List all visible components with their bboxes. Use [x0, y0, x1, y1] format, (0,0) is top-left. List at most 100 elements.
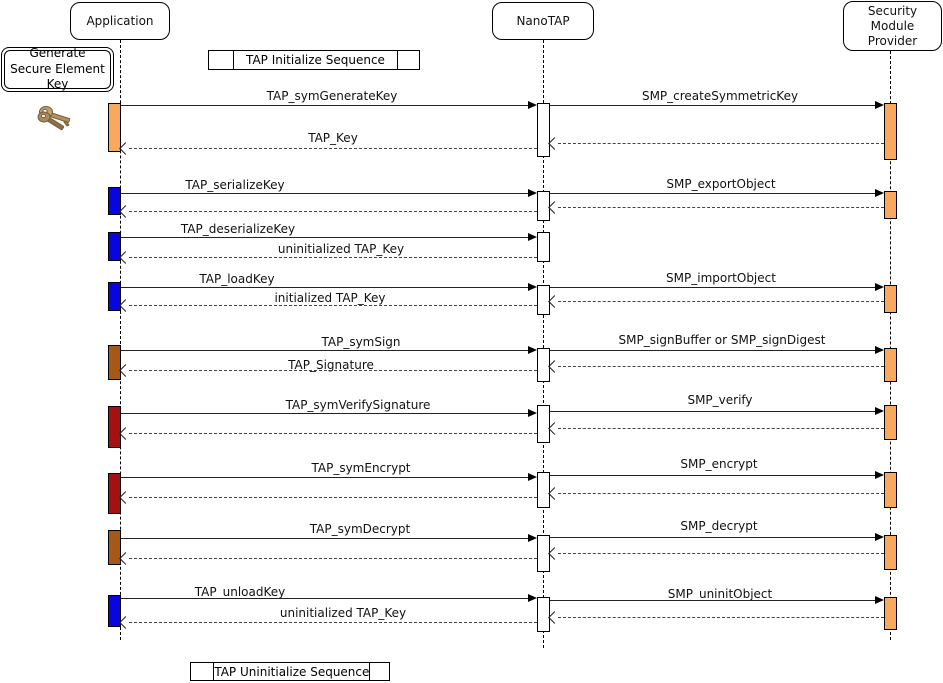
- fragment-init-left-cell: [209, 51, 234, 69]
- activation-nanotap-deserializekey: [537, 232, 550, 262]
- message-label-smp-call: SMP_signBuffer or SMP_signDigest: [618, 333, 826, 347]
- arrowhead-return: [119, 364, 132, 377]
- message-label-call: TAP_unloadKey: [194, 585, 286, 599]
- message-smp-return-line: [558, 553, 884, 554]
- activation-app-loadkey: [108, 282, 121, 311]
- message-label-call: TAP_serializeKey: [185, 178, 285, 192]
- message-smp-return-line: [558, 428, 884, 429]
- arrowhead-smp-return: [548, 137, 561, 150]
- actor-security-module-provider: Security Module Provider: [843, 1, 942, 51]
- arrowhead-call: [528, 534, 537, 542]
- arrowhead-return: [119, 205, 132, 218]
- message-smp-call-line: [550, 105, 876, 106]
- activation-nanotap-serializekey: [537, 191, 550, 221]
- message-call-line: [121, 598, 529, 599]
- message-label-call: TAP_symEncrypt: [311, 461, 411, 475]
- activation-smp-exportobject: [884, 191, 897, 219]
- activation-nanotap-symdecrypt: [537, 535, 550, 572]
- message-label-smp-call: SMP_exportObject: [666, 177, 776, 191]
- nanotap-lifeline: [543, 40, 544, 648]
- message-smp-call-line: [550, 600, 876, 601]
- message-return-line: [129, 433, 537, 434]
- message-call-line: [121, 413, 529, 414]
- fragment-tap-initialize: TAP Initialize Sequence: [208, 50, 420, 70]
- keys-icon: [33, 102, 81, 136]
- arrowhead-smp-return: [548, 487, 561, 500]
- arrowhead-return: [119, 616, 132, 629]
- message-smp-call-line: [550, 193, 876, 194]
- message-call-line: [121, 538, 529, 539]
- activation-smp-importobject: [884, 285, 897, 313]
- smp-lifeline: [890, 51, 891, 640]
- arrowhead-smp-call: [875, 283, 884, 291]
- message-call-line: [121, 105, 529, 106]
- message-label-call: TAP_symGenerateKey: [266, 89, 398, 103]
- message-label-return: uninitialized TAP_Key: [279, 606, 407, 620]
- arrowhead-call: [528, 233, 537, 241]
- message-smp-return-line: [558, 366, 884, 367]
- arrowhead-smp-return: [548, 547, 561, 560]
- arrowhead-smp-return: [548, 201, 561, 214]
- message-label-return: uninitialized TAP_Key: [277, 242, 405, 256]
- message-label-smp-call: SMP_uninitObject: [667, 587, 773, 601]
- activation-smp-signbuffer: [884, 348, 897, 382]
- use-case-note-inner: Generate Secure Element Key: [4, 46, 111, 91]
- actor-smp-label: Security Module Provider: [867, 3, 918, 48]
- message-smp-return-line: [558, 143, 884, 144]
- message-smp-call-line: [550, 287, 876, 288]
- message-smp-call-line: [550, 350, 876, 351]
- message-smp-return-line: [558, 617, 884, 618]
- arrowhead-smp-call: [875, 596, 884, 604]
- message-label-call: TAP_loadKey: [199, 272, 275, 286]
- message-label-call: TAP_symVerifySignature: [285, 398, 431, 412]
- arrowhead-smp-call: [875, 346, 884, 354]
- activation-smp-decrypt: [884, 535, 897, 570]
- message-label-smp-call: SMP_createSymmetricKey: [641, 89, 799, 103]
- activation-nanotap-unloadkey: [537, 597, 550, 632]
- message-return-line: [129, 558, 537, 559]
- message-call-line: [121, 477, 529, 478]
- message-smp-return-line: [558, 301, 884, 302]
- fragment-init-label: TAP Initialize Sequence: [246, 53, 385, 67]
- arrowhead-call: [528, 346, 537, 354]
- actor-application: Application: [70, 2, 170, 40]
- activation-smp-verify: [884, 405, 897, 440]
- arrowhead-call: [528, 283, 537, 291]
- actor-application-label: Application: [86, 13, 154, 28]
- message-label-call: TAP_symSign: [321, 335, 401, 349]
- message-label-smp-call: SMP_decrypt: [680, 519, 758, 533]
- activation-app-serializekey: [108, 187, 121, 215]
- arrowhead-smp-call: [875, 533, 884, 541]
- message-smp-return-line: [558, 493, 884, 494]
- application-lifeline: [120, 40, 121, 640]
- activation-nanotap-symgeneratekey: [537, 103, 550, 157]
- arrowhead-return: [119, 427, 132, 440]
- activation-app-unloadkey: [108, 595, 121, 627]
- fragment-uninit-left-cell: [191, 663, 215, 680]
- message-return-line: [129, 497, 537, 498]
- arrowhead-call: [528, 473, 537, 481]
- message-label-return: TAP_Signature: [288, 358, 374, 372]
- activation-app-symencrypt: [108, 473, 121, 514]
- activation-nanotap-symverifysignature: [537, 405, 550, 443]
- arrowhead-return: [119, 251, 132, 264]
- message-label-smp-call: SMP_verify: [687, 393, 753, 407]
- message-label-call: TAP_deserializeKey: [180, 222, 296, 236]
- arrowhead-return: [119, 299, 132, 312]
- activation-smp-uninitobject: [884, 597, 897, 630]
- message-return-line: [129, 148, 537, 149]
- use-case-note: Generate Secure Element Key: [1, 46, 114, 92]
- arrowhead-return: [119, 142, 132, 155]
- activation-app-symsign: [108, 345, 121, 380]
- message-return-line: [129, 257, 537, 258]
- activation-smp-createsymmetrickey: [884, 103, 897, 160]
- message-smp-return-line: [558, 207, 884, 208]
- arrowhead-call: [528, 189, 537, 197]
- activation-nanotap-symsign: [537, 348, 550, 382]
- message-call-line: [121, 193, 529, 194]
- arrowhead-smp-return: [548, 611, 561, 624]
- actor-nanotap: NanoTAP: [492, 2, 594, 40]
- arrowhead-smp-call: [875, 471, 884, 479]
- message-label-call: TAP_symDecrypt: [309, 522, 411, 536]
